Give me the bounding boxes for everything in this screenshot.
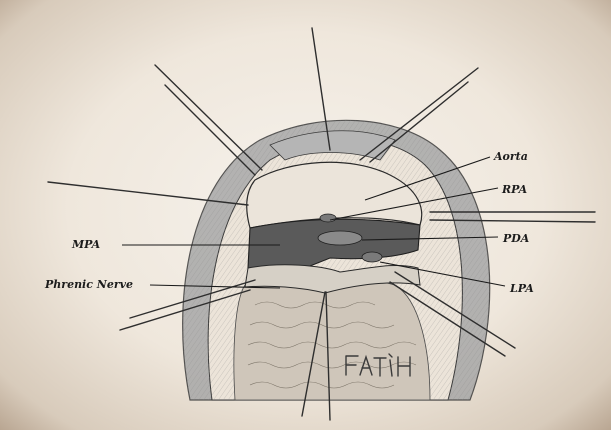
label-lpa: LPA [510,282,534,295]
label-pda: PDA [503,232,529,245]
pericardial-field [234,278,430,401]
label-aorta: Aorta [494,150,528,163]
label-phrenic-nerve: Phrenic Nerve [45,278,133,291]
label-mpa: MPA [72,238,100,251]
label-rpa: RPA [502,183,527,196]
